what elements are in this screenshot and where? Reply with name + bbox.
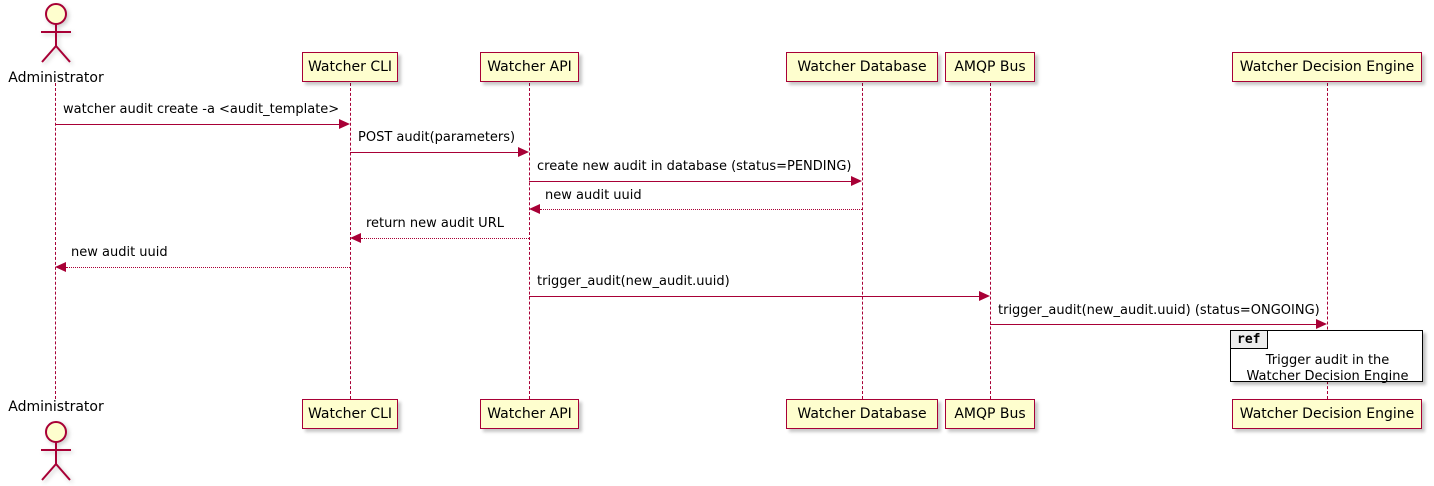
message-label-3: create new audit in database (status=PEN…	[537, 159, 852, 174]
participant-box-watcher-cli-bottom[interactable]: Watcher CLI	[302, 399, 398, 429]
actor-administrator-bottom-label: Administrator	[8, 399, 104, 415]
lifeline-watcher-decision-engine	[1327, 83, 1328, 399]
participant-box-watcher-database-top[interactable]: Watcher Database	[786, 52, 938, 82]
participant-box-watcher-decision-engine-bottom[interactable]: Watcher Decision Engine	[1232, 399, 1422, 429]
ref-fragment-body: Trigger audit in the Watcher Decision En…	[1231, 353, 1424, 385]
message-label-5: return new audit URL	[366, 216, 504, 231]
participant-label-watcher-api-top: Watcher API	[487, 59, 572, 75]
participant-label-watcher-cli-bottom: Watcher CLI	[307, 406, 393, 422]
message-arrowhead-4	[529, 204, 540, 214]
participant-box-watcher-decision-engine-top[interactable]: Watcher Decision Engine	[1232, 52, 1422, 82]
message-label-8: trigger_audit(new_audit.uuid) (status=ON…	[998, 303, 1320, 318]
participant-box-amqp-bus-top[interactable]: AMQP Bus	[945, 52, 1035, 82]
actor-administrator-bottom-icon	[41, 421, 71, 481]
message-line-3	[529, 181, 851, 182]
message-label-6: new audit uuid	[71, 245, 168, 260]
participant-label-amqp-bus-bottom: AMQP Bus	[954, 406, 1026, 422]
message-line-5	[361, 238, 529, 239]
participant-box-amqp-bus-bottom[interactable]: AMQP Bus	[945, 399, 1035, 429]
message-arrowhead-6	[55, 262, 66, 272]
lifeline-administrator	[55, 83, 56, 399]
participant-box-watcher-cli-top[interactable]: Watcher CLI	[302, 52, 398, 82]
ref-fragment-line-2: Watcher Decision Engine	[1246, 369, 1409, 384]
ref-fragment-tab-label: ref	[1231, 331, 1269, 349]
message-label-4: new audit uuid	[545, 188, 642, 203]
participant-box-watcher-api-bottom[interactable]: Watcher API	[480, 399, 579, 429]
participant-label-watcher-cli-top: Watcher CLI	[307, 59, 393, 75]
message-line-7	[529, 296, 979, 297]
participant-box-watcher-api-top[interactable]: Watcher API	[480, 52, 579, 82]
lifeline-watcher-database	[862, 83, 863, 399]
message-arrowhead-2	[518, 147, 529, 157]
message-arrowhead-7	[979, 291, 990, 301]
participant-label-watcher-database-top: Watcher Database	[797, 59, 927, 75]
lifeline-watcher-api	[529, 83, 530, 399]
participant-box-watcher-database-bottom[interactable]: Watcher Database	[786, 399, 938, 429]
message-line-6	[66, 267, 350, 268]
message-label-7: trigger_audit(new_audit.uuid)	[537, 274, 730, 289]
message-arrowhead-8	[1316, 319, 1327, 329]
lifeline-amqp-bus	[990, 83, 991, 399]
participant-label-watcher-decision-engine-bottom: Watcher Decision Engine	[1239, 406, 1415, 422]
message-arrowhead-1	[339, 119, 350, 129]
actor-administrator-top-label: Administrator	[8, 70, 104, 86]
participant-label-watcher-decision-engine-top: Watcher Decision Engine	[1239, 59, 1415, 75]
message-arrowhead-5	[350, 233, 361, 243]
message-line-1	[55, 124, 339, 125]
participant-label-watcher-api-bottom: Watcher API	[487, 406, 572, 422]
message-label-2: POST audit(parameters)	[358, 130, 516, 145]
message-line-2	[350, 152, 518, 153]
participant-label-amqp-bus-top: AMQP Bus	[954, 59, 1026, 75]
ref-fragment-box: ref Trigger audit in the Watcher Decisio…	[1230, 330, 1424, 385]
message-line-4	[540, 209, 862, 210]
message-label-1: watcher audit create -a <audit_template>	[63, 102, 340, 117]
message-line-8	[990, 324, 1316, 325]
message-arrowhead-3	[851, 176, 862, 186]
actor-administrator-top-icon	[41, 3, 71, 63]
participant-label-watcher-database-bottom: Watcher Database	[797, 406, 927, 422]
ref-fragment-line-1: Trigger audit in the	[1265, 353, 1390, 368]
